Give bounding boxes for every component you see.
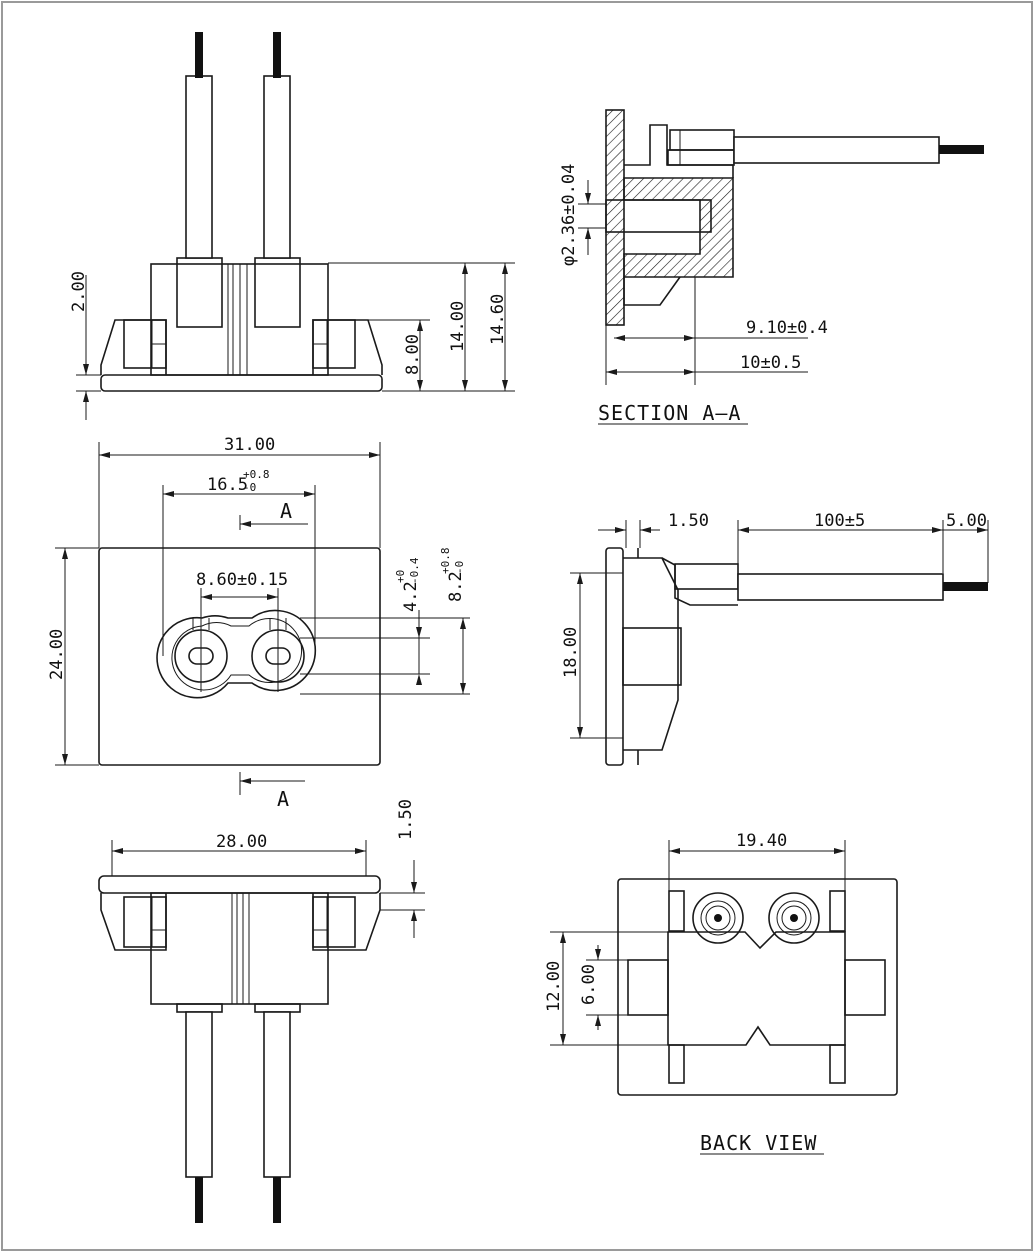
dim-14-00: 14.00	[448, 301, 468, 352]
section-marker-bottom: A	[277, 787, 290, 811]
dimension-arrowhead	[560, 1034, 566, 1045]
dim-8-2: 8.2	[446, 571, 466, 602]
dimension-arrowhead	[669, 848, 680, 854]
dimension-arrowhead	[585, 193, 591, 204]
dimension-arrowhead	[502, 380, 508, 391]
dim-16-5-tol-upper: +0.8	[243, 468, 270, 481]
dim-4-2-tol-upper: +0	[394, 570, 407, 583]
dimension-arrowhead	[460, 683, 466, 694]
dim-18-00: 18.00	[561, 627, 581, 678]
dimension-arrowhead	[62, 754, 68, 765]
dim-14-60: 14.60	[488, 294, 508, 345]
dimension-arrowhead	[595, 949, 601, 960]
dimension-arrowhead	[585, 228, 591, 239]
dimension-arrowhead	[83, 364, 89, 375]
dim-4-2: 4.2	[401, 581, 421, 612]
dimension-arrowhead	[411, 910, 417, 921]
dimension-arrowhead	[502, 263, 508, 274]
dimension-arrowhead	[462, 263, 468, 274]
dimension-arrowhead	[240, 521, 251, 527]
dim-16-5-tol-lower: -0	[243, 481, 256, 494]
dimension-arrowhead	[932, 527, 943, 533]
dimension-arrowhead	[62, 548, 68, 559]
dim-19-40: 19.40	[736, 831, 787, 851]
dimension-arrowhead	[834, 848, 845, 854]
dimension-arrowhead	[684, 369, 695, 375]
dim-8-2-tol-upper: +0.8	[439, 548, 452, 575]
dimension-arrowhead	[201, 594, 212, 600]
back-view: 19.40 12.00 6.00 BACK VIEW	[544, 831, 898, 1155]
dimension-arrowhead	[417, 320, 423, 331]
dimension-arrowhead	[416, 627, 422, 638]
dimension-arrowhead	[560, 932, 566, 943]
dim-2-00: 2.00	[69, 271, 89, 312]
top-view: 2.00 8.00 14.00 14.60	[69, 32, 515, 420]
dim-100: 100±5	[814, 511, 865, 531]
dimension-arrowhead	[411, 882, 417, 893]
dimension-arrowhead	[640, 527, 651, 533]
dim-28-00: 28.00	[216, 832, 267, 852]
dim-24-00: 24.00	[47, 629, 67, 680]
section-marker-top: A	[280, 499, 293, 523]
section-title: SECTION A—A	[598, 401, 741, 425]
front-view: 31.00 16.5 +0.8 -0 8.60±0.15 24.00 4.2 +…	[47, 435, 470, 811]
dim-8-00: 8.00	[403, 334, 423, 375]
dimension-arrowhead	[577, 573, 583, 584]
dim-9-10: 9.10±0.4	[746, 318, 828, 338]
dim-8-2-tol-lower: -0	[453, 561, 466, 574]
dimension-arrowhead	[684, 335, 695, 341]
dim-16-5: 16.5	[207, 475, 248, 495]
dimension-arrowhead	[416, 674, 422, 685]
dimension-arrowhead	[369, 452, 380, 458]
dimension-arrowhead	[417, 380, 423, 391]
section-view: φ2.36±0.04 9.10±0.4 10±0.5 SECTION A—A	[559, 109, 984, 425]
dim-pin-diameter: φ2.36±0.04	[559, 164, 579, 266]
side-view: 1.50 100±5 5.00 18.00	[561, 511, 989, 766]
dimension-arrowhead	[99, 452, 110, 458]
dim-10: 10±0.5	[740, 353, 801, 373]
dimension-arrowhead	[163, 491, 174, 497]
dim-12-00: 12.00	[544, 961, 564, 1012]
dimension-arrowhead	[267, 594, 278, 600]
dimension-arrowhead	[595, 1015, 601, 1026]
dim-1-50-bottom: 1.50	[396, 799, 416, 840]
dim-1-50-side: 1.50	[668, 511, 709, 531]
dimension-arrowhead	[577, 727, 583, 738]
dim-6-00: 6.00	[579, 964, 599, 1005]
dimension-arrowhead	[462, 380, 468, 391]
dim-31-00: 31.00	[224, 435, 275, 455]
dimension-arrowhead	[738, 527, 749, 533]
dim-5-00: 5.00	[946, 511, 987, 531]
dimension-arrowhead	[304, 491, 315, 497]
dimension-arrowhead	[606, 369, 617, 375]
dimension-arrowhead	[977, 527, 988, 533]
dimension-arrowhead	[615, 527, 626, 533]
dimension-arrowhead	[460, 618, 466, 629]
dimension-arrowhead	[355, 848, 366, 854]
dimension-arrowhead	[112, 848, 123, 854]
back-view-title: BACK VIEW	[700, 1131, 817, 1155]
bottom-view: 28.00 1.50	[98, 799, 425, 1223]
dimension-arrowhead	[83, 391, 89, 402]
dimension-arrowhead	[614, 335, 625, 341]
dim-4-2-tol-lower: -0.4	[408, 557, 421, 584]
dim-8-60: 8.60±0.15	[196, 570, 288, 590]
dimension-arrowhead	[240, 778, 251, 784]
